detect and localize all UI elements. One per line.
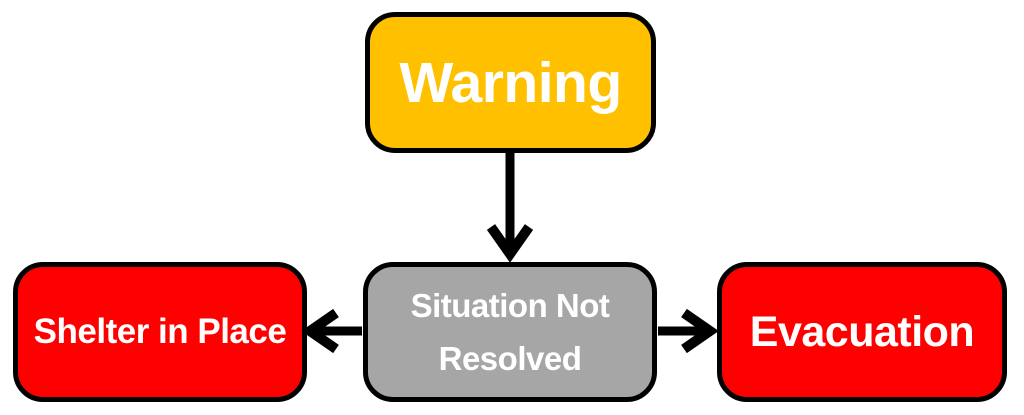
- arrow-left-head: [301, 308, 339, 354]
- node-evacuation-label: Evacuation: [749, 307, 975, 356]
- arrow-right-head: [681, 308, 719, 354]
- node-warning-label: Warning: [399, 50, 622, 115]
- node-shelter-in-place-label: Shelter in Place: [33, 312, 287, 351]
- node-situation-not-resolved-label: Situation Not Resolved: [410, 286, 610, 377]
- arrow-warning-to-situation: [486, 152, 534, 263]
- arrow-down-head: [486, 224, 534, 263]
- node-shelter-in-place: Shelter in Place: [13, 262, 307, 402]
- node-situation-not-resolved: Situation Not Resolved: [363, 262, 657, 402]
- node-evacuation: Evacuation: [717, 262, 1007, 402]
- arrow-situation-to-shelter: [301, 308, 362, 354]
- node-warning: Warning: [365, 12, 656, 153]
- arrow-situation-to-evacuation: [658, 308, 719, 354]
